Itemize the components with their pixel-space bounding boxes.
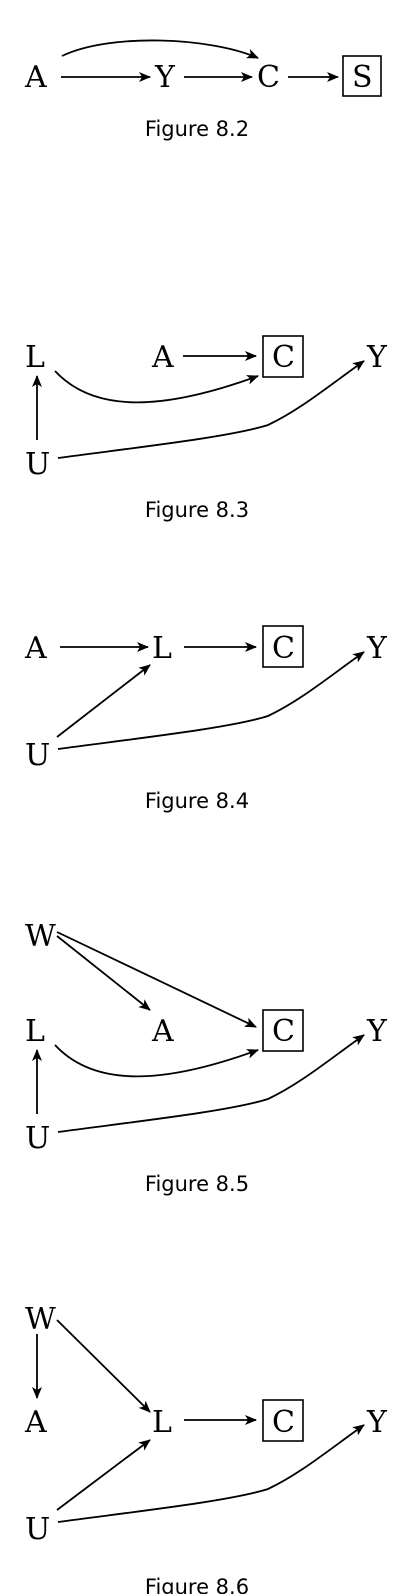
edge-u-to-y [57,360,365,459]
edge-u-to-l [56,664,151,738]
figure-8-3: L A C Y U Figure 8.3 [25,335,388,522]
figure-caption: Figure 8.5 [145,1172,249,1196]
edge-u-to-l [56,1439,151,1511]
figure-caption: Figure 8.4 [145,789,249,813]
node-y: Y [366,631,388,666]
node-y: Y [154,60,176,95]
node-box-c [262,625,304,668]
edge-u-to-y [57,1034,365,1133]
node-c: C [272,1405,295,1440]
figure-8-5: W L A C Y U Figure 8.5 [25,919,388,1196]
figure-caption: Figure 8.6 [145,1575,249,1594]
node-u: U [25,447,50,482]
node-l: L [152,1405,172,1440]
node-box-s [342,55,382,97]
node-w: W [25,1302,56,1337]
node-box-c [262,335,304,378]
node-a: A [151,340,174,375]
node-y: Y [366,1014,388,1049]
edge-l-to-c [54,370,259,404]
node-w: W [25,919,56,954]
figure-8-4: A L C Y U Figure 8.4 [24,625,388,813]
node-l: L [152,631,172,666]
figure-caption: Figure 8.3 [145,498,249,522]
node-box-c [262,1009,304,1052]
edge-w-to-c [56,931,257,1028]
node-c: C [272,340,295,375]
edge-u-to-y [57,651,365,750]
node-c: C [272,631,295,666]
edge-w-to-a [56,935,151,1011]
node-c: C [257,60,280,95]
node-l: L [25,1014,45,1049]
node-u: U [25,738,50,773]
edge-u-to-y [57,1424,365,1523]
edge-w-to-l [56,1319,151,1413]
node-c: C [272,1014,295,1049]
figure-caption: Figure 8.2 [145,117,249,141]
figure-8-6: W A L C Y U Figure 8.6 [24,1302,388,1594]
figure-8-2: A Y C S Figure 8.2 [24,39,382,141]
node-y: Y [366,340,388,375]
node-l: L [25,340,45,375]
edge-a-to-c [61,39,259,59]
edge-l-to-c [54,1044,259,1078]
node-u: U [25,1512,50,1547]
node-a: A [24,1405,47,1440]
node-a: A [24,631,47,666]
node-a: A [24,60,47,95]
node-y: Y [366,1405,388,1440]
node-u: U [25,1121,50,1156]
node-box-c [262,1399,304,1442]
node-a: A [151,1014,174,1049]
node-s: S [352,60,373,95]
